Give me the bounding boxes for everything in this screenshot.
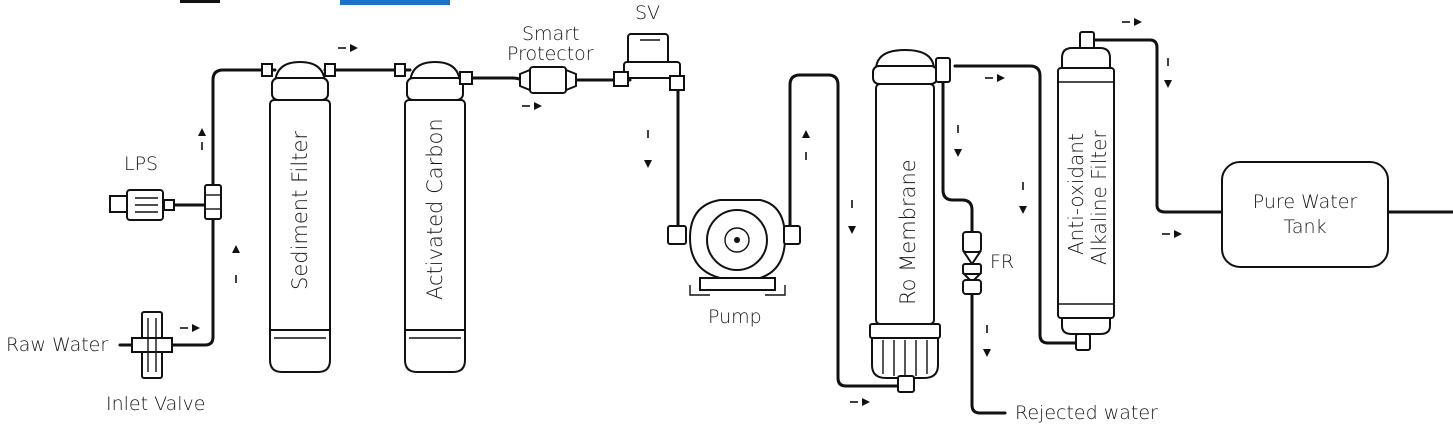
activated-carbon-label: Activated Carbon [423, 118, 447, 300]
flow-arrow-right [850, 398, 870, 406]
flow-arrow-down [848, 200, 856, 234]
sv-label: SV [635, 2, 660, 24]
flow-arrow-down [954, 125, 962, 157]
flow-arrow-up [232, 245, 240, 283]
pure-water-tank [1221, 161, 1389, 268]
flow-arrows [180, 18, 1182, 406]
post-filter-label-1: Anti-oxidant [1064, 133, 1088, 255]
cropped-header-remnant [180, 0, 450, 5]
flow-restrictor [961, 231, 983, 295]
pipe-pump-up [788, 73, 902, 388]
fr-label: FR [990, 251, 1014, 273]
pipe-post-to-tank [1088, 38, 1224, 214]
lps-label: LPS [124, 153, 158, 175]
flow-arrow-up [198, 128, 206, 150]
flow-arrow-right [522, 102, 542, 110]
pipe-membrane-to-post [953, 64, 1082, 345]
flow-arrow-down [983, 325, 991, 357]
raw-water-label: Raw Water [6, 334, 108, 356]
solenoid-valve [613, 33, 685, 91]
rejected-water-label: Rejected water [1015, 402, 1158, 424]
flow-arrow-down [1164, 58, 1172, 88]
flow-arrow-right [1122, 18, 1142, 26]
post-filter-label-2: Alkaline Filter [1087, 130, 1111, 265]
flow-arrow-down [1019, 182, 1027, 214]
ro-membrane-housing [869, 48, 951, 393]
inlet-valve-label: Inlet Valve [106, 393, 205, 415]
flow-arrow-up [802, 130, 810, 160]
smart-protector [519, 66, 577, 94]
flow-arrow-right [338, 44, 358, 52]
lps-switch [109, 184, 222, 221]
ro-membrane-label: Ro Membrane [896, 159, 920, 305]
flow-arrow-right [985, 74, 1005, 82]
pipe-network [118, 38, 1453, 415]
flow-arrow-right [180, 324, 200, 332]
pump [667, 199, 801, 296]
smart-protector-label-1: Smart [522, 23, 579, 45]
tank-label-1: Pure Water [1253, 191, 1358, 213]
tank-label-2: Tank [1283, 216, 1326, 238]
pipe-fr-out [970, 288, 1007, 415]
activated-carbon-housing [394, 60, 473, 373]
pipe-membrane-to-fr [941, 78, 974, 242]
pump-label: Pump [708, 306, 762, 328]
inlet-valve [131, 311, 173, 379]
sediment-filter-label: Sediment Filter [288, 131, 312, 290]
flow-arrow-right [1162, 230, 1182, 238]
flow-arrow-down [644, 130, 652, 168]
post-filter-housing [1057, 31, 1115, 351]
sediment-filter-housing [261, 60, 336, 373]
smart-protector-label-2: Protector [507, 43, 594, 65]
